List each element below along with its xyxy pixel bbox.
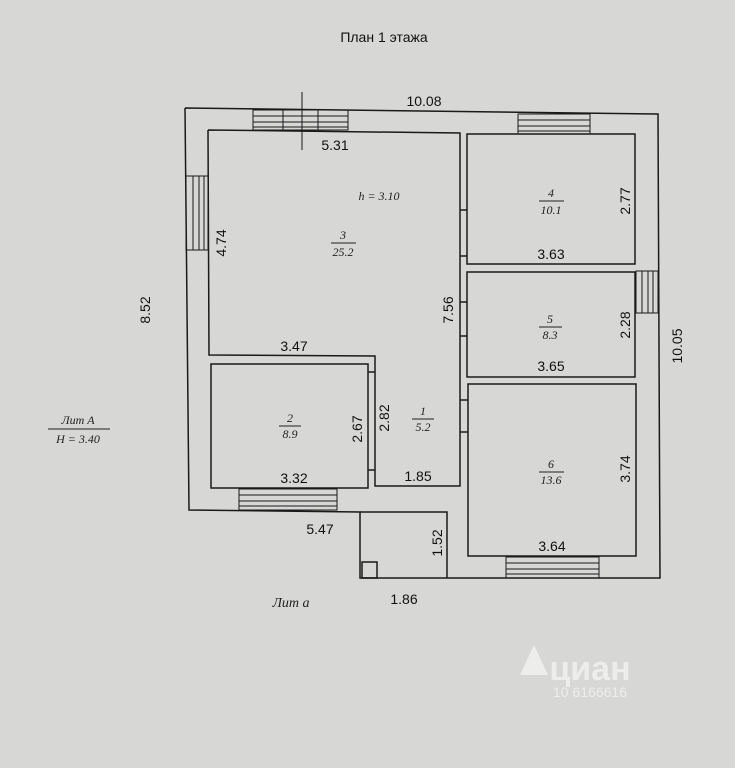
window-bottom-left — [238, 488, 338, 511]
window-left — [185, 175, 209, 251]
dim-right-outer: 10.05 — [669, 328, 685, 363]
room-2-label: 2 8.9 — [279, 411, 301, 441]
dim-room4-right: 2.77 — [617, 187, 633, 214]
dim-porch-bottom: 1.86 — [390, 591, 417, 607]
svg-text:2: 2 — [287, 411, 293, 425]
svg-text:25.2: 25.2 — [333, 245, 354, 259]
windows — [185, 92, 659, 579]
watermark-logo-icon — [520, 645, 548, 675]
dim-top-inner: 5.31 — [321, 137, 348, 153]
window-top-right — [517, 113, 591, 135]
svg-text:8.3: 8.3 — [543, 328, 558, 342]
svg-text:циан: циан — [549, 650, 630, 688]
svg-text:5: 5 — [547, 312, 553, 326]
svg-text:Н = 3.40: Н = 3.40 — [55, 432, 100, 446]
window-right — [635, 270, 659, 314]
dim-room2-bottom: 3.32 — [280, 470, 307, 486]
room-4-label: 4 10.1 — [539, 186, 564, 217]
lit-a-annotation: Лит А Н = 3.40 — [48, 413, 110, 446]
window-bottom-right — [505, 556, 600, 579]
dim-room3-bottom: 3.47 — [280, 338, 307, 354]
svg-text:10.1: 10.1 — [541, 203, 562, 217]
dim-corridor-height: 7.56 — [440, 296, 456, 323]
dim-bottom-left: 5.47 — [306, 521, 333, 537]
door-marks — [368, 209, 468, 471]
svg-text:5.2: 5.2 — [416, 420, 431, 434]
dim-room5-right: 2.28 — [617, 311, 633, 338]
svg-text:Лит А: Лит А — [60, 413, 95, 427]
watermark: циан 10 6166616 — [520, 645, 631, 700]
room-6-label: 6 13.6 — [539, 457, 564, 487]
dim-room2-right: 2.67 — [349, 415, 365, 442]
window-top-left — [252, 109, 349, 131]
dim-room6-bottom: 3.64 — [538, 538, 565, 554]
svg-text:10 6166616: 10 6166616 — [553, 684, 627, 700]
dim-porch-right: 1.52 — [429, 529, 445, 556]
dim-left-outer: 8.52 — [137, 296, 153, 323]
svg-text:1: 1 — [420, 404, 426, 418]
dim-top-outer: 10.08 — [406, 93, 441, 109]
room-5-label: 5 8.3 — [539, 312, 562, 342]
dim-room5-bottom: 3.65 — [537, 358, 564, 374]
svg-text:4: 4 — [548, 186, 554, 200]
dim-room6-right: 3.74 — [617, 455, 633, 482]
svg-text:3: 3 — [339, 228, 346, 242]
outer-walls — [184, 107, 661, 579]
svg-text:6: 6 — [548, 457, 554, 471]
dim-room1-bottom: 1.85 — [404, 468, 431, 484]
room-1-label: 1 5.2 — [412, 404, 434, 434]
dim-room3-left: 4.74 — [213, 229, 229, 256]
plan-title: План 1 этажа — [340, 29, 428, 45]
svg-text:8.9: 8.9 — [283, 427, 298, 441]
room-3-height: h = 3.10 — [358, 189, 399, 203]
lit-a-small-annotation: Лит а — [271, 596, 309, 611]
room-3-label: 3 25.2 — [331, 228, 356, 259]
dim-room1-left: 2.82 — [376, 404, 392, 431]
svg-text:13.6: 13.6 — [541, 473, 562, 487]
dim-room4-bottom: 3.63 — [537, 246, 564, 262]
